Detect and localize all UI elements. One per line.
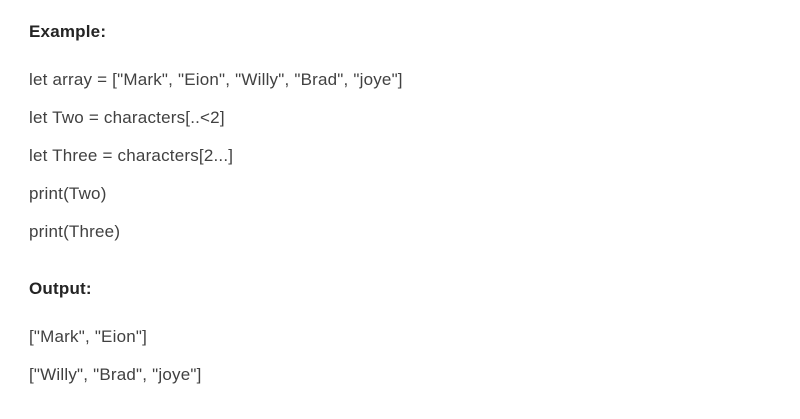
example-heading: Example: <box>29 22 107 41</box>
code-line-print-two: print(Two) <box>29 184 107 203</box>
output-line-second: ["Willy", "Brad", "joye"] <box>29 365 202 384</box>
code-line-array-declaration: let array = ["Mark", "Eion", "Willy", "B… <box>29 70 403 89</box>
tutorial-content: Example: let array = ["Mark", "Eion", "W… <box>29 22 403 384</box>
output-line-first: ["Mark", "Eion"] <box>29 327 148 346</box>
code-line-three-declaration: let Three = characters[2...] <box>29 146 234 165</box>
code-line-two-declaration: let Two = characters[..<2] <box>29 108 225 127</box>
output-heading: Output: <box>29 279 92 298</box>
code-line-print-three: print(Three) <box>29 222 121 241</box>
